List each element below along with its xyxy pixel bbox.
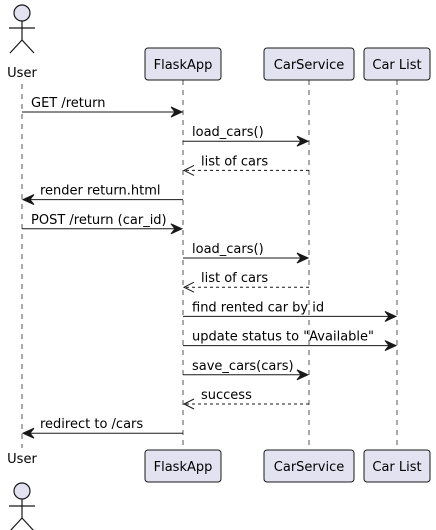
message-7: list of cars xyxy=(182,271,309,293)
filled-arrowhead-icon xyxy=(296,135,310,147)
participant-box xyxy=(363,449,431,483)
participant-user-top: User xyxy=(7,4,37,81)
message-label: POST /return (car_id) xyxy=(31,213,167,228)
participant-label: Car List xyxy=(372,460,421,475)
message-6: load_cars() xyxy=(183,242,310,264)
message-label: save_cars(cars) xyxy=(192,359,294,374)
message-label: render return.html xyxy=(40,184,161,199)
message-9: update status to "Available" xyxy=(183,330,398,352)
actor-icon xyxy=(9,482,35,530)
participant-label: Car List xyxy=(372,58,421,73)
filled-arrowhead-icon xyxy=(21,427,35,439)
participant-label: CarService xyxy=(274,58,344,73)
message-label: GET /return xyxy=(31,96,106,111)
filled-arrowhead-icon xyxy=(170,223,184,235)
participant-carlist-top: Car List xyxy=(363,47,431,81)
message-1: GET /return xyxy=(22,96,184,118)
message-3: list of cars xyxy=(182,154,309,176)
participant-flask-top: FlaskApp xyxy=(144,47,222,81)
message-label: load_cars() xyxy=(192,125,264,140)
open-arrowhead-icon xyxy=(182,164,195,176)
message-12: redirect to /cars xyxy=(21,417,183,439)
participant-box xyxy=(263,449,355,483)
filled-arrowhead-icon xyxy=(384,310,398,322)
participant-label: FlaskApp xyxy=(154,58,213,73)
participant-box xyxy=(363,47,431,81)
participant-carservice-top: CarService xyxy=(263,47,355,81)
participant-user-bottom: User xyxy=(7,452,37,530)
participant-box xyxy=(144,47,222,81)
filled-arrowhead-icon xyxy=(296,252,310,264)
message-label: find rented car by id xyxy=(192,300,324,315)
open-arrowhead-icon xyxy=(182,398,195,410)
message-label: list of cars xyxy=(201,154,268,169)
actor-icon xyxy=(9,4,35,54)
participant-label: CarService xyxy=(274,460,344,475)
filled-arrowhead-icon xyxy=(384,340,398,352)
message-2: load_cars() xyxy=(183,125,310,147)
message-4: render return.html xyxy=(21,184,183,206)
message-label: success xyxy=(201,388,252,403)
participant-carlist-bottom: Car List xyxy=(363,449,431,483)
message-label: load_cars() xyxy=(192,242,264,257)
filled-arrowhead-icon xyxy=(170,106,184,118)
participant-box xyxy=(144,449,222,483)
participant-label: FlaskApp xyxy=(154,460,213,475)
message-label: list of cars xyxy=(201,271,268,286)
message-5: POST /return (car_id) xyxy=(22,213,184,235)
participant-flask-bottom: FlaskApp xyxy=(144,449,222,483)
participant-box xyxy=(263,47,355,81)
message-10: save_cars(cars) xyxy=(183,359,310,381)
filled-arrowhead-icon xyxy=(21,194,35,206)
actor-label: User xyxy=(7,452,37,467)
message-label: redirect to /cars xyxy=(40,417,143,432)
actor-label: User xyxy=(7,66,37,81)
participant-carservice-bottom: CarService xyxy=(263,449,355,483)
message-8: find rented car by id xyxy=(183,300,398,322)
filled-arrowhead-icon xyxy=(296,369,310,381)
open-arrowhead-icon xyxy=(182,281,195,293)
message-label: update status to "Available" xyxy=(192,330,374,345)
message-11: success xyxy=(182,388,309,410)
